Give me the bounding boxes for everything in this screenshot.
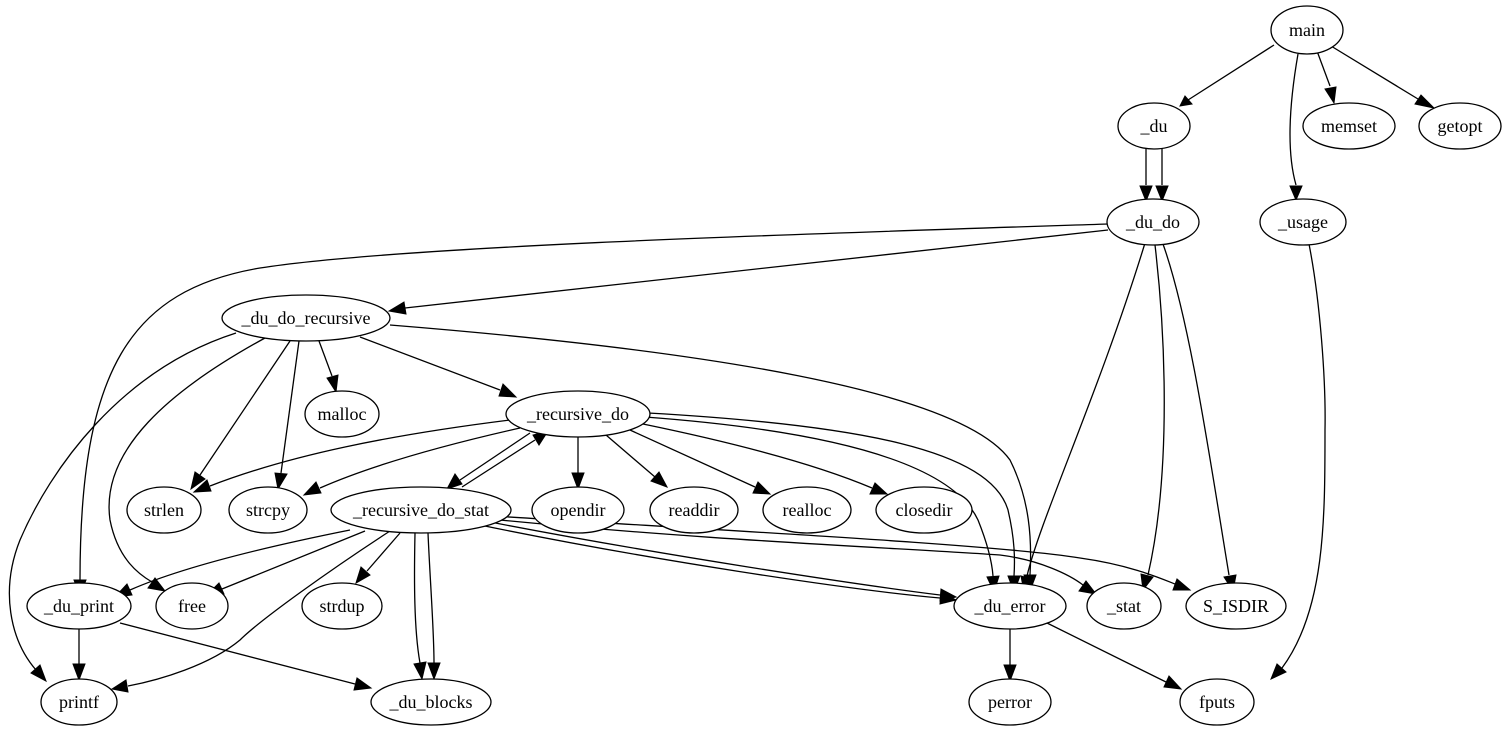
node-label: fputs xyxy=(1199,692,1235,712)
edge-du-du-do-1 xyxy=(1139,148,1153,203)
node-free[interactable]: free xyxy=(155,582,229,630)
edge-recursive-do-stat-s-isdir xyxy=(492,515,1192,591)
node-label: _du_do xyxy=(1125,212,1180,232)
node-label: free xyxy=(178,596,206,616)
node-label: _recursive_do xyxy=(526,404,629,424)
edge-du-do-recursive-strcpy xyxy=(274,340,300,491)
edge-du-do-recursive-du-error xyxy=(389,324,1037,593)
node-label: main xyxy=(1289,20,1325,40)
node-du[interactable]: _du xyxy=(1117,102,1191,150)
edge-du-do-recursive-free xyxy=(108,337,266,592)
node-strlen[interactable]: strlen xyxy=(126,486,202,534)
node-realloc[interactable]: realloc xyxy=(762,486,852,534)
node-label: S_ISDIR xyxy=(1203,596,1269,616)
node-label: strdup xyxy=(320,596,365,616)
node-label: _stat xyxy=(1106,596,1141,616)
node-label: malloc xyxy=(318,404,367,424)
node-du-blocks[interactable]: _du_blocks xyxy=(370,678,492,726)
edge-recursive-do-stat-strdup xyxy=(355,532,401,585)
node-getopt[interactable]: getopt xyxy=(1418,102,1502,150)
node-closedir[interactable]: closedir xyxy=(875,486,973,534)
edge-main-usage xyxy=(1289,53,1303,202)
node-du-do-recursive[interactable]: _du_do_recursive xyxy=(221,294,391,342)
edge-recursive-do-stat-printf xyxy=(110,530,391,693)
edge-du-do-stat xyxy=(1140,244,1165,592)
edge-recursive-do-stat-du-blocks-1 xyxy=(413,532,427,681)
edge-main-memset xyxy=(1316,50,1337,105)
edge-recursive-do-strcpy xyxy=(302,427,521,496)
node-stat[interactable]: _stat xyxy=(1086,582,1162,630)
edge-recursive-do-stat-du-error-1 xyxy=(479,524,958,605)
edge-du-do-du-error xyxy=(1020,242,1146,594)
node-memset[interactable]: memset xyxy=(1302,102,1396,150)
node-label: _usage xyxy=(1277,212,1328,232)
node-printf[interactable]: printf xyxy=(40,678,118,726)
edge-du-print-printf xyxy=(72,629,86,682)
node-label: realloc xyxy=(783,500,832,520)
node-label: _du xyxy=(1140,116,1168,136)
edge-recursive-do-strlen xyxy=(192,419,511,493)
edge-main-du xyxy=(1179,44,1275,107)
edge-du-do-recursive-strlen xyxy=(190,340,291,491)
node-recursive-do-stat[interactable]: _recursive_do_stat xyxy=(330,486,512,534)
edge-recursive-do-stat-stat xyxy=(489,518,1098,595)
edge-recursive-do-stat-du-blocks-2 xyxy=(427,532,441,681)
edge-usage-fputs xyxy=(1270,243,1326,680)
node-opendir[interactable]: opendir xyxy=(531,486,625,534)
node-strcpy[interactable]: strcpy xyxy=(228,486,308,534)
node-label: _du_do_recursive xyxy=(241,308,371,328)
edge-du-do-recursive-printf xyxy=(8,332,237,683)
node-du-do[interactable]: _du_do xyxy=(1106,198,1200,246)
edge-recursive-do-recursive-do-stat xyxy=(445,432,531,490)
edge-du-do-du-do-recursive xyxy=(387,229,1109,315)
edge-du-error-perror xyxy=(1003,629,1017,683)
node-label: _du_blocks xyxy=(389,692,473,712)
node-readdir[interactable]: readdir xyxy=(649,486,739,534)
node-malloc[interactable]: malloc xyxy=(304,390,380,438)
edge-recursive-do-opendir xyxy=(571,437,585,491)
node-label: _recursive_do_stat xyxy=(352,500,489,520)
edge-recursive-do-realloc xyxy=(629,429,772,495)
node-main[interactable]: main xyxy=(1270,5,1344,55)
node-label: strcpy xyxy=(246,500,290,520)
node-label: readdir xyxy=(669,500,720,520)
node-label: _du_error xyxy=(974,596,1046,616)
node-label: opendir xyxy=(551,500,606,520)
node-label: strlen xyxy=(144,500,184,520)
node-du-error[interactable]: _du_error xyxy=(953,582,1067,630)
edge-recursive-do-closedir xyxy=(642,423,889,495)
node-label: printf xyxy=(59,692,99,712)
edge-recursive-do-readdir xyxy=(605,434,669,488)
node-label: closedir xyxy=(896,500,953,520)
node-label: getopt xyxy=(1438,116,1483,136)
edge-du-do-s-isdir xyxy=(1162,243,1237,593)
node-fputs[interactable]: fputs xyxy=(1179,678,1255,726)
edge-du-print-du-blocks xyxy=(119,622,373,691)
edge-du-do-recursive-malloc xyxy=(318,340,339,394)
node-label: perror xyxy=(988,692,1032,712)
node-s-isdir[interactable]: S_ISDIR xyxy=(1185,582,1287,630)
edge-recursive-do-stat-du-error-2 xyxy=(484,520,958,602)
node-usage[interactable]: _usage xyxy=(1259,198,1347,246)
edge-du-error-fputs xyxy=(1044,621,1183,690)
node-recursive-do[interactable]: _recursive_do xyxy=(505,390,651,438)
node-label: _du_print xyxy=(43,596,114,616)
node-perror[interactable]: perror xyxy=(968,678,1052,726)
edge-du-do-recursive-recursive-do xyxy=(359,336,518,398)
edge-du-du-do-2 xyxy=(1155,148,1169,203)
node-label: memset xyxy=(1321,116,1377,136)
node-du-print[interactable]: _du_print xyxy=(26,582,132,630)
edge-recursive-do-stat-recursive-do xyxy=(461,430,550,488)
node-strdup[interactable]: strdup xyxy=(301,582,383,630)
edge-main-getopt xyxy=(1330,45,1436,109)
